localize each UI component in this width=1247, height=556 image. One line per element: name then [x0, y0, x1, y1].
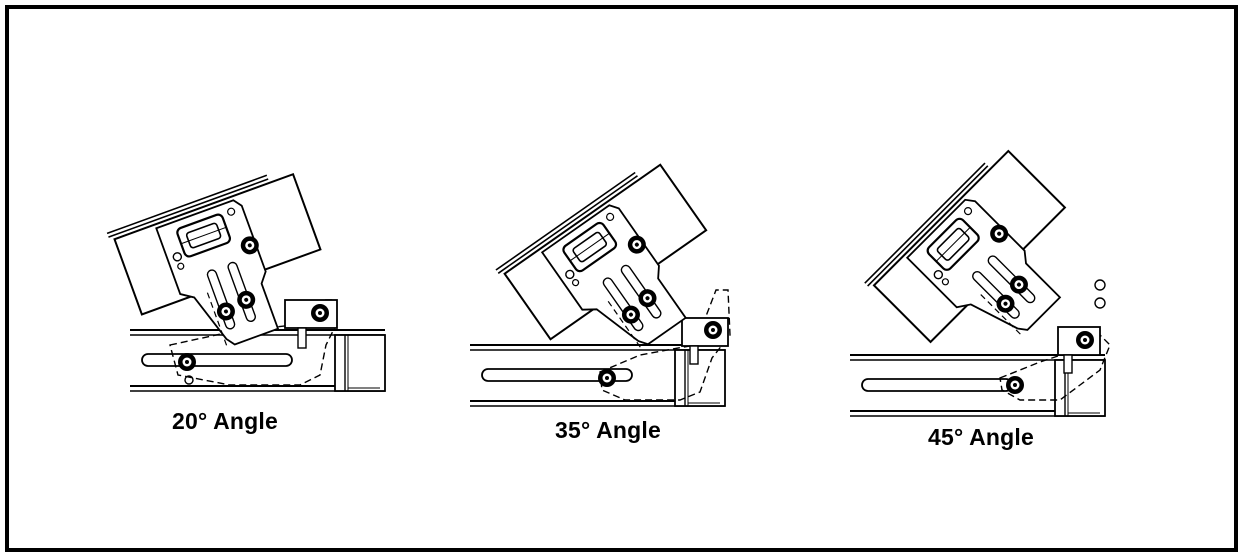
- drawing-35-degree: [469, 158, 741, 407]
- caption-45-degree-angle: 45° Angle: [928, 424, 1035, 450]
- drawing-20-degree: [107, 167, 386, 392]
- caption-35-degree-angle: 35° Angle: [555, 417, 662, 443]
- caption-20-degree-angle: 20° Angle: [172, 408, 279, 434]
- drawing-45-degree: [849, 145, 1111, 417]
